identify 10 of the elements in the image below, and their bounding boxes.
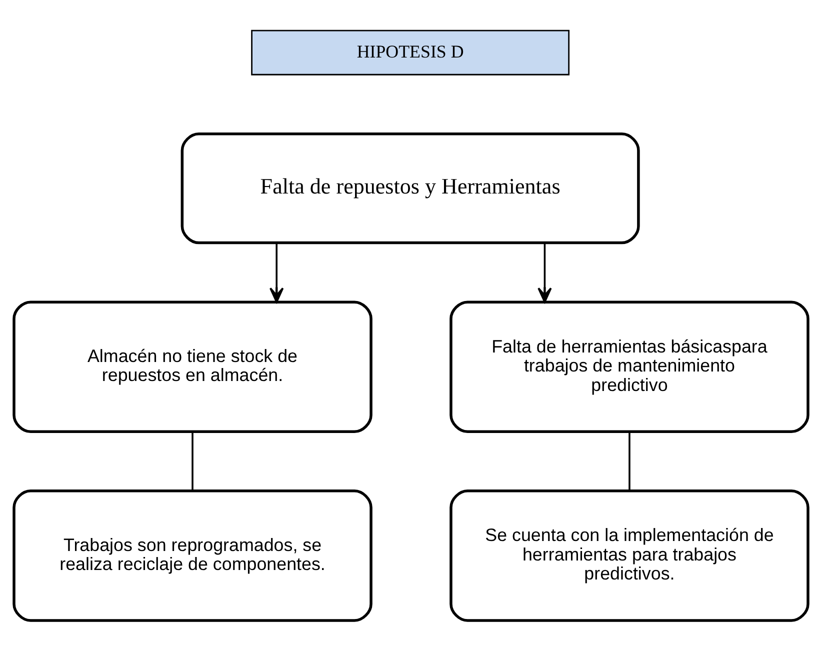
node-box: Se cuenta con la implementación de herramientas para trabajos predictivos.: [450, 489, 810, 622]
connector: [192, 431, 194, 490]
node-box: Falta de repuestos y Herramientas: [180, 132, 640, 244]
connector: [628, 431, 630, 490]
node-box: Almacén no tiene stock de repuestos en almacén.: [12, 300, 372, 433]
arrow: [538, 242, 552, 302]
node-box: Falta de herramientas básicaspara trabajos de mantenimiento predictivo: [450, 300, 810, 433]
arrow: [270, 242, 284, 302]
node-box: HIPOTESIS D: [251, 29, 570, 75]
node-box: Trabajos son reprogramados, se realiza reciclaje de componentes.: [12, 489, 372, 622]
